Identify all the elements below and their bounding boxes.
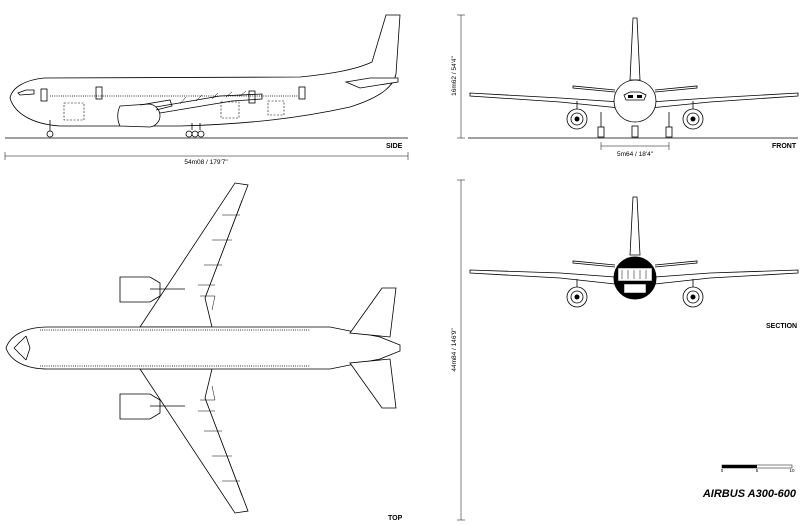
top-h-stab-lower: [349, 358, 397, 409]
side-fuselage: [9, 14, 401, 127]
side-view: SIDE 54m08 / 179'7": [4, 14, 409, 166]
section-engine-left: [566, 279, 588, 308]
side-cargo-door-2: [220, 101, 240, 119]
side-cargo-door-3: [267, 100, 285, 116]
section-cabin: [617, 267, 653, 282]
front-engine-left: [566, 101, 588, 130]
side-cargo-door-1: [63, 102, 85, 121]
side-view-label: SIDE: [386, 143, 403, 150]
side-door-1: [40, 88, 48, 102]
section-engine-right: [682, 279, 704, 308]
top-fuselage: [5, 326, 401, 370]
side-door-2: [95, 86, 103, 100]
height-dimension-group: 16m62 / 54'4": [451, 14, 465, 139]
side-cockpit-windows: [17, 89, 35, 96]
side-engine-nacelle: [117, 103, 161, 128]
top-wing-flaps-lower: [198, 385, 243, 497]
track-dimension: 5m64 / 18'4": [617, 151, 654, 158]
top-h-stab-upper: [349, 287, 397, 338]
top-engine-lower: [119, 393, 161, 420]
section-cargo-hold: [623, 283, 647, 294]
front-view-label: FRONT: [772, 143, 797, 150]
top-view-label: TOP: [388, 515, 403, 522]
span-dimension: 44m84 / 146'9": [451, 328, 458, 372]
height-dimension: 16m62 / 54'4": [451, 55, 458, 95]
side-main-gear: [185, 123, 205, 138]
section-view-label: SECTION: [766, 323, 797, 330]
span-dimension-group: 44m84 / 146'9": [451, 179, 465, 521]
drawing-title: AIRBUS A300-600: [702, 488, 797, 500]
top-wing-flaps-upper: [198, 199, 243, 311]
side-door-4: [298, 86, 306, 100]
scale-bar: 0 5 10: [721, 464, 795, 473]
top-cockpit: [13, 335, 31, 361]
scale-tick-10: 10: [789, 468, 795, 473]
top-wing-upper: [139, 182, 249, 328]
section-view: SECTION: [469, 196, 799, 330]
scale-tick-5: 5: [756, 468, 759, 473]
front-engine-right: [682, 101, 704, 130]
scale-tick-0: 0: [721, 468, 724, 473]
section-fin: [629, 196, 641, 256]
front-fin: [629, 17, 641, 81]
front-landing-gear: [597, 112, 673, 138]
section-wings: [469, 269, 799, 285]
side-nose-gear: [46, 120, 54, 138]
top-wing-lower: [139, 368, 249, 514]
top-view: TOP: [5, 182, 403, 522]
front-cockpit-windows: [623, 91, 647, 101]
side-engine-pylon: [139, 99, 173, 111]
length-dimension: 54m08 / 179'7": [184, 159, 228, 166]
top-engine-upper: [119, 276, 161, 303]
front-view: FRONT 5m64 / 18'4": [468, 17, 799, 158]
front-h-stab: [572, 85, 698, 93]
section-h-stab: [572, 260, 698, 268]
side-flap-fairings: [179, 90, 247, 105]
front-wings: [469, 92, 799, 109]
side-h-stabilizer: [344, 77, 399, 89]
side-door-3: [248, 90, 256, 104]
front-fuselage: [613, 79, 657, 123]
